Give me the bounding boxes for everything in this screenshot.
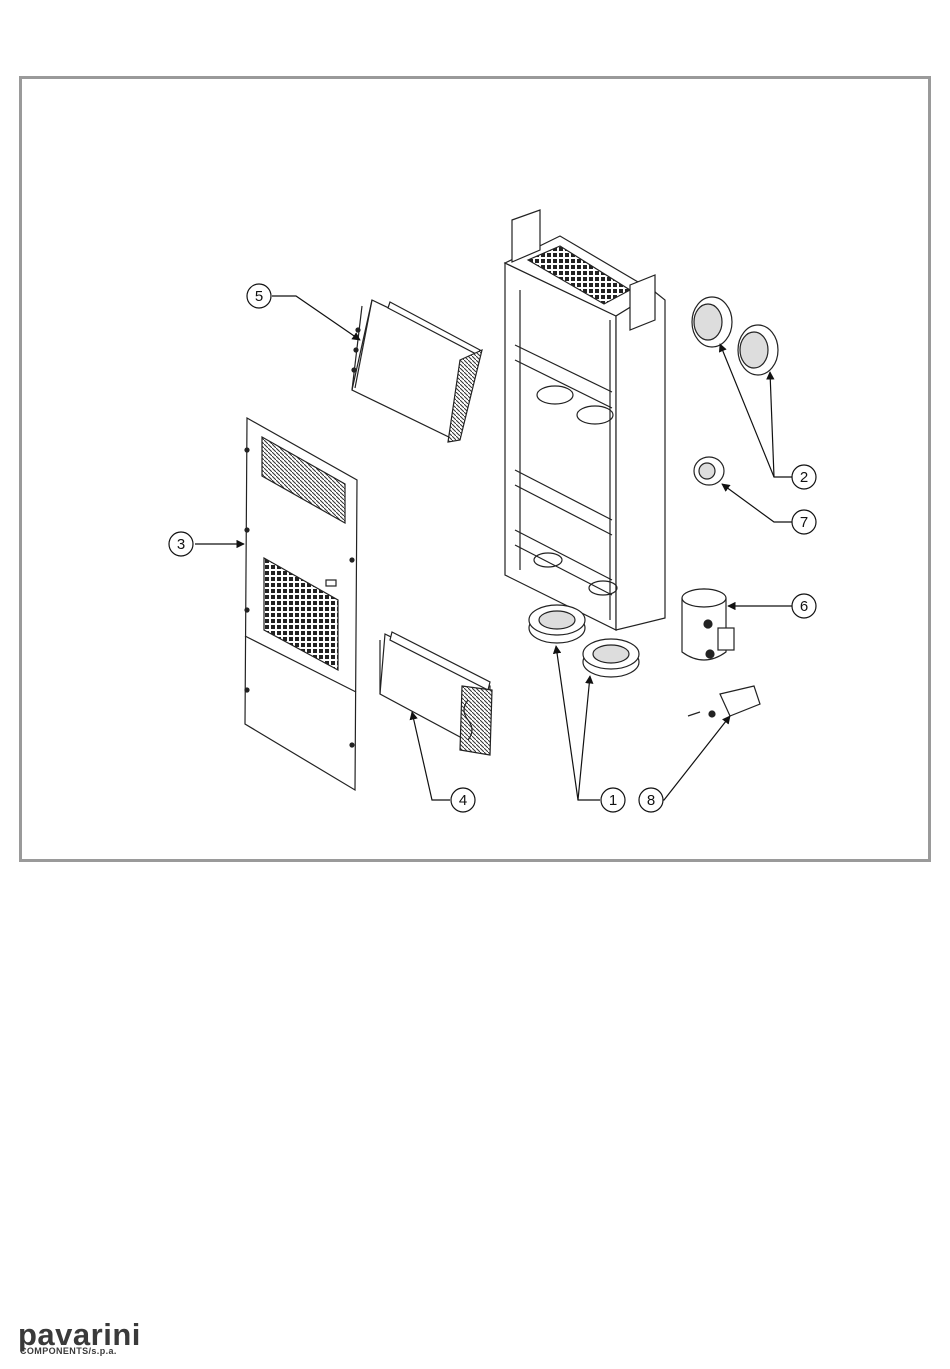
small-round-part [694,457,724,485]
callout-1: 1 [601,788,625,812]
callout-8-label: 8 [647,792,655,809]
company-logo: pavarini COMPONENTS/s.p.a. [18,1320,178,1360]
callout-4: 4 [451,788,475,812]
callout-8: 8 [639,788,663,812]
compressor-part [682,589,734,660]
bracket-part [688,686,760,717]
callout-3-label: 3 [177,536,185,553]
upper-coil-part [352,300,482,442]
callout-5: 5 [247,284,271,308]
front-panel-part [245,418,357,790]
lower-coil-part [380,632,492,755]
callout-7: 7 [792,510,816,534]
upper-fan-left-part [692,297,732,347]
callout-4-label: 4 [459,792,467,809]
logo-subtitle: COMPONENTS/s.p.a. [20,1346,117,1356]
cabinet-frame-part [505,210,665,630]
lower-fan-left-part [529,605,585,643]
lower-fan-right-part [583,639,639,677]
callout-3: 3 [169,532,193,556]
callout-1-label: 1 [609,792,617,809]
callout-2: 2 [792,465,816,489]
callout-2-label: 2 [800,469,808,486]
callout-6: 6 [792,594,816,618]
callout-5-label: 5 [255,288,263,305]
callout-6-label: 6 [800,598,808,615]
upper-fan-right-part [738,325,778,375]
callout-7-label: 7 [800,514,808,531]
